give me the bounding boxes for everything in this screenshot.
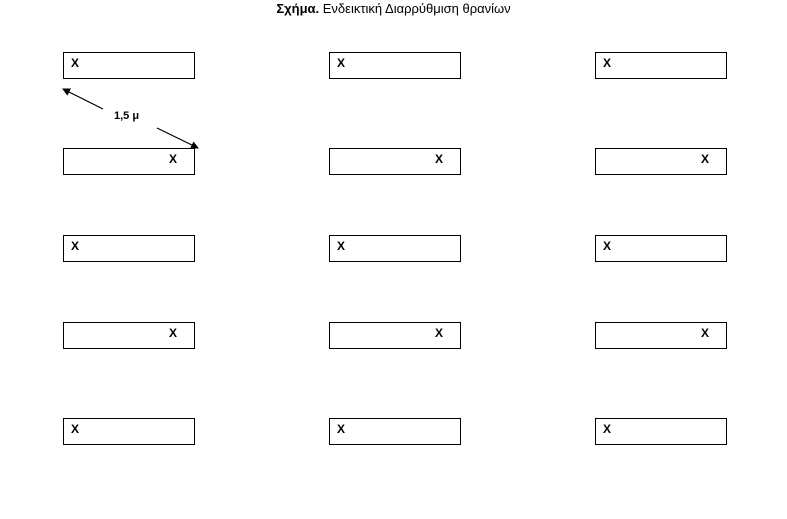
seat-mark: X <box>700 152 709 166</box>
distance-arrow-upper <box>62 88 104 110</box>
desk: X <box>329 322 461 349</box>
seat-mark: X <box>603 422 612 436</box>
desk: X <box>595 235 727 262</box>
caption-text: Ενδεικτική Διαρρύθμιση θρανίων <box>322 1 511 16</box>
seat-mark: X <box>337 239 346 253</box>
seat-mark: X <box>71 422 80 436</box>
distance-arrow-lower <box>156 127 199 149</box>
seat-mark: X <box>603 56 612 70</box>
desk: X <box>63 148 195 175</box>
desk: X <box>595 148 727 175</box>
seat-mark: X <box>337 422 346 436</box>
desk: X <box>329 418 461 445</box>
caption-label: Σχήμα. <box>276 1 320 16</box>
desk: X <box>595 52 727 79</box>
desk: X <box>329 52 461 79</box>
seat-mark: X <box>337 56 346 70</box>
figure-caption: Σχήμα. Ενδεικτική Διαρρύθμιση θρανίων <box>0 0 787 18</box>
seat-mark: X <box>603 239 612 253</box>
desk: X <box>329 148 461 175</box>
seat-mark: X <box>434 326 443 340</box>
seat-mark: X <box>700 326 709 340</box>
desk: X <box>63 235 195 262</box>
seat-mark: X <box>168 152 177 166</box>
seat-mark: X <box>434 152 443 166</box>
desk: X <box>329 235 461 262</box>
desk: X <box>63 418 195 445</box>
seat-mark: X <box>168 326 177 340</box>
desk: X <box>595 322 727 349</box>
desk: X <box>63 322 195 349</box>
distance-label: 1,5 μ <box>114 110 140 122</box>
seat-mark: X <box>71 56 80 70</box>
seat-mark: X <box>71 239 80 253</box>
desk: X <box>595 418 727 445</box>
desk: X <box>63 52 195 79</box>
